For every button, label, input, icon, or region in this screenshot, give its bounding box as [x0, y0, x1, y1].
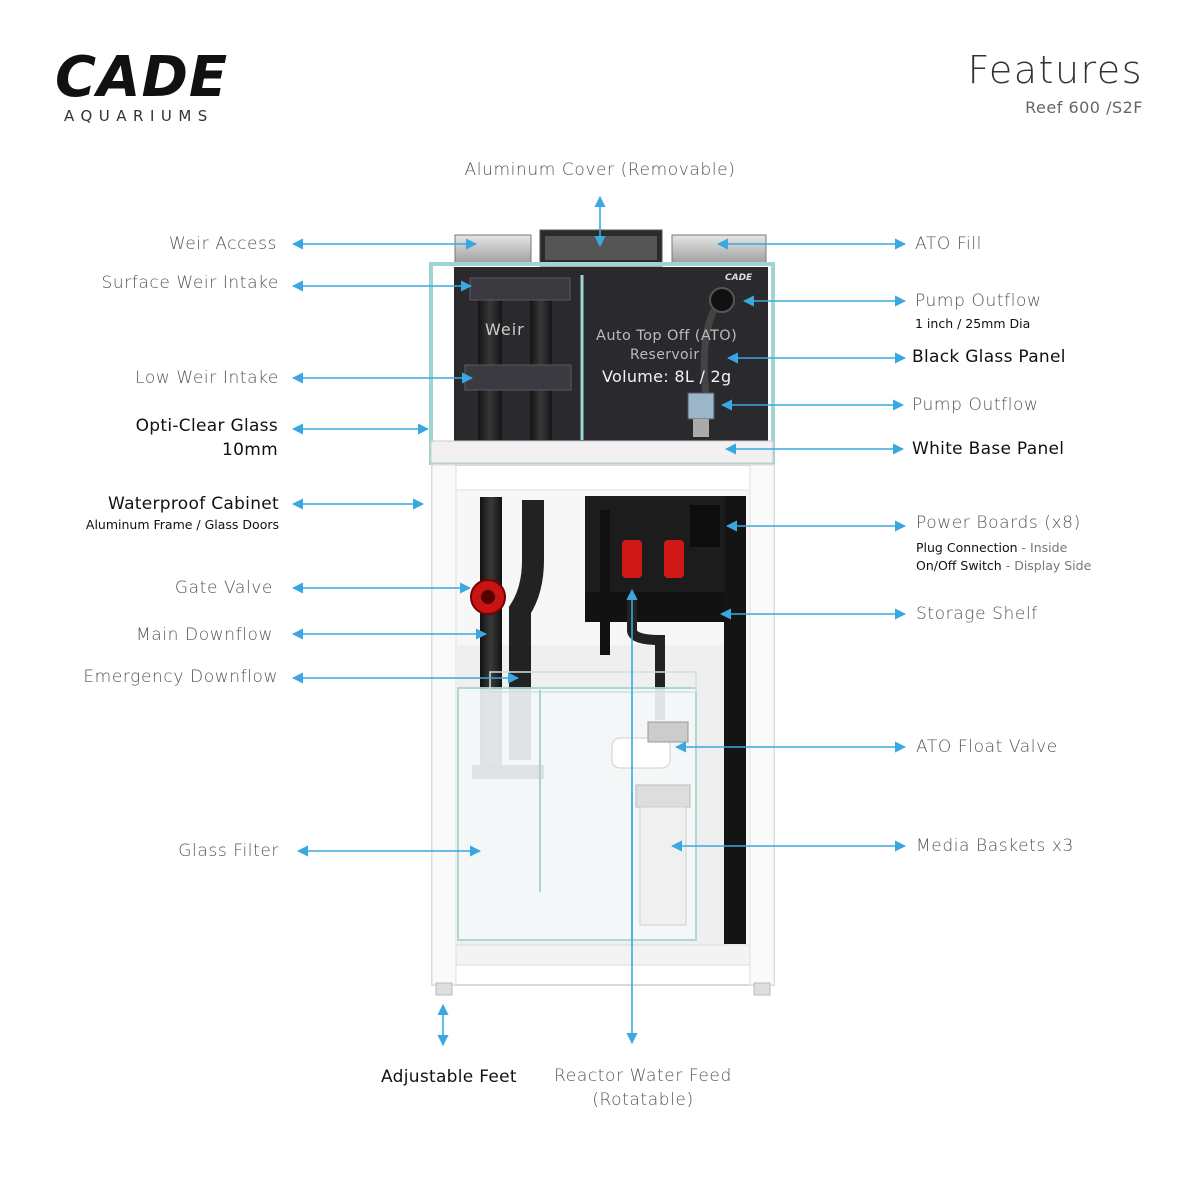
display-tank: [429, 262, 775, 465]
label-main-downflow: Main Downflow: [136, 625, 273, 645]
tank-logo: CADE: [725, 273, 753, 283]
label-aluminum-cover: Aluminum Cover (Removable): [464, 160, 736, 180]
model-name: Reef 600 /S2F: [1025, 98, 1143, 117]
label-waterproof-cabinet: Waterproof Cabinet: [108, 494, 279, 514]
callout-arrows: [291, 195, 907, 1047]
label-power-boards: Power Boards (x8): [916, 513, 1081, 533]
ato-title: Auto Top Off (ATO): [596, 328, 738, 344]
label-weir-access: Weir Access: [168, 234, 277, 254]
brand-logo: CADE: [55, 45, 229, 110]
ato-reservoir: Reservoir: [630, 347, 700, 363]
label-emergency-downflow: Emergency Downflow: [83, 667, 278, 687]
label-media-baskets: Media Baskets x3: [916, 836, 1074, 856]
label-pump-outflow-1-sub: 1 inch / 25mm Dia: [915, 316, 1031, 331]
brand-subtitle: AQUARIUMS: [64, 107, 214, 125]
label-adjustable-feet: Adjustable Feet: [381, 1067, 517, 1087]
label-ato-fill: ATO Fill: [915, 234, 982, 254]
label-pump-outflow-2: Pump Outflow: [912, 395, 1039, 415]
aluminum-covers: [454, 229, 767, 267]
label-pump-outflow-1: Pump Outflow: [915, 291, 1042, 311]
label-opti-clear-thickness: 10mm: [222, 440, 278, 460]
label-power-boards-sub2: On/Off Switch - Display Side: [916, 558, 1092, 573]
sump-glass: [457, 671, 697, 941]
label-glass-filter: Glass Filter: [178, 841, 279, 861]
label-gate-valve: Gate Valve: [174, 578, 273, 598]
weir-label: Weir: [485, 320, 525, 339]
label-surface-weir-intake: Surface Weir Intake: [101, 273, 279, 293]
ato-volume: Volume: 8L / 2g: [602, 367, 732, 386]
label-storage-shelf: Storage Shelf: [916, 604, 1038, 624]
label-reactor-water-feed: Reactor Water Feed: [554, 1066, 732, 1086]
label-ato-float-valve: ATO Float Valve: [916, 737, 1058, 757]
label-power-boards-sub1: Plug Connection - Inside: [916, 540, 1068, 555]
label-low-weir-intake: Low Weir Intake: [135, 368, 279, 388]
label-black-glass-panel: Black Glass Panel: [912, 347, 1066, 367]
label-reactor-rotatable: (Rotatable): [592, 1090, 694, 1110]
label-opti-clear-glass: Opti-Clear Glass: [135, 416, 278, 436]
label-white-base-panel: White Base Panel: [912, 439, 1065, 459]
plumbing: [470, 496, 725, 779]
label-waterproof-cabinet-sub: Aluminum Frame / Glass Doors: [85, 517, 279, 532]
page-title: Features: [967, 48, 1143, 92]
